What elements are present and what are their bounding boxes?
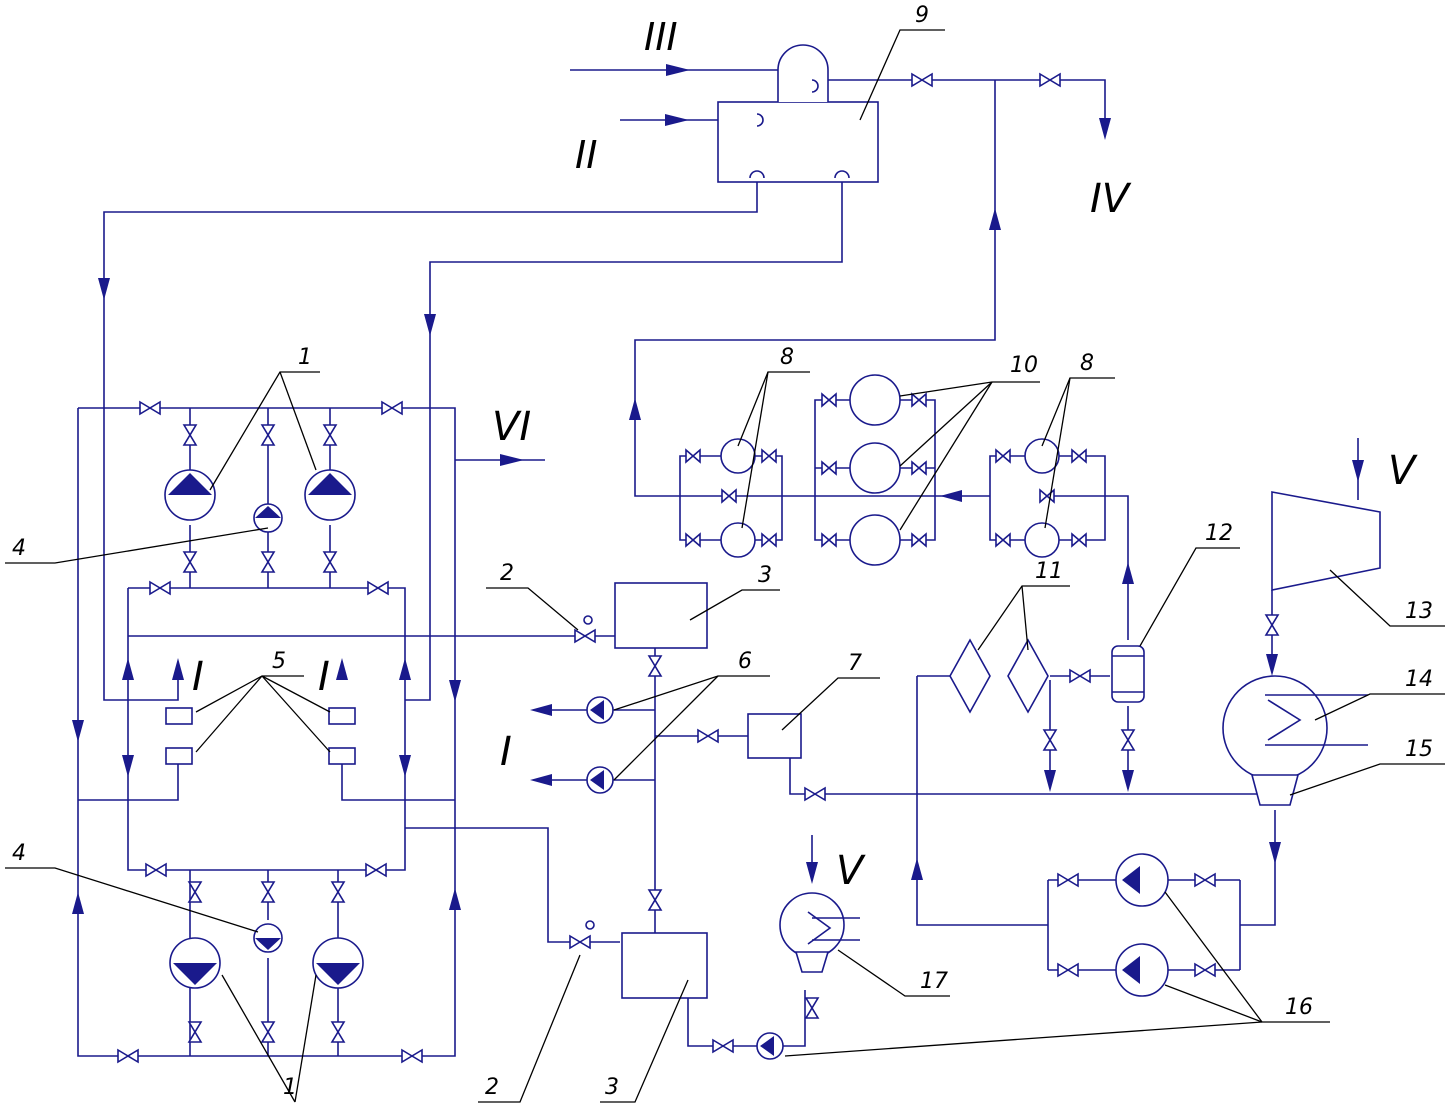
label-2-upper: 2 bbox=[500, 561, 514, 586]
label-17: 17 bbox=[920, 969, 948, 994]
flow-label-i-left: I bbox=[192, 654, 204, 700]
exchangers-10 bbox=[849, 374, 901, 566]
exchangers-8-right bbox=[1024, 438, 1060, 558]
label-7: 7 bbox=[848, 651, 862, 676]
label-12: 12 bbox=[1205, 521, 1233, 546]
label-1-upper: 1 bbox=[298, 345, 312, 370]
flow-label-i-right: I bbox=[318, 654, 330, 700]
flow-label-vi: VI bbox=[492, 404, 531, 450]
pump-feed bbox=[756, 1032, 784, 1060]
flow-label-v-turbine: V bbox=[1388, 448, 1418, 494]
tank-3-upper bbox=[614, 582, 708, 649]
flow-labels: III II IV VI V V I I I bbox=[192, 15, 1418, 894]
label-16: 16 bbox=[1285, 995, 1313, 1020]
label-10: 10 bbox=[1010, 353, 1038, 378]
separator-12 bbox=[1111, 645, 1145, 703]
valves bbox=[117, 72, 1280, 1064]
label-5: 5 bbox=[272, 649, 286, 674]
flow-label-ii: II bbox=[575, 133, 597, 177]
label-6: 6 bbox=[738, 649, 752, 674]
pump-4-lower bbox=[253, 923, 283, 953]
flow-label-v-heater: V bbox=[836, 848, 866, 894]
label-3-upper: 3 bbox=[758, 563, 772, 588]
label-14: 14 bbox=[1405, 667, 1433, 692]
pumps-16 bbox=[1115, 853, 1169, 997]
leader-lines bbox=[5, 29, 1445, 1103]
label-2-lower: 2 bbox=[485, 1075, 499, 1100]
label-8-right: 8 bbox=[1080, 351, 1094, 376]
heater-17 bbox=[779, 892, 860, 973]
flow-label-iii: III bbox=[644, 15, 678, 59]
pump-4-upper bbox=[253, 503, 283, 533]
label-3-lower: 3 bbox=[605, 1075, 619, 1100]
label-4-lower: 4 bbox=[12, 841, 26, 866]
instruments-5 bbox=[165, 707, 356, 765]
pump-1-lower-right bbox=[312, 937, 364, 989]
label-13: 13 bbox=[1405, 599, 1433, 624]
vessel-9 bbox=[717, 44, 879, 183]
callout-labels: 1 1 2 2 3 3 4 4 5 6 7 8 8 9 10 11 12 13 … bbox=[12, 3, 1433, 1100]
pipelines bbox=[77, 69, 1359, 1057]
label-1-lower: 1 bbox=[283, 1075, 297, 1100]
exchangers-8-left bbox=[720, 438, 756, 558]
pump-1-upper-right bbox=[304, 469, 356, 521]
filters-11 bbox=[949, 638, 1049, 714]
pump-1-upper-left bbox=[164, 469, 216, 521]
label-9: 9 bbox=[915, 3, 929, 28]
turbine-13 bbox=[1271, 491, 1381, 591]
pumps-6 bbox=[586, 696, 614, 794]
flow-label-iv: IV bbox=[1090, 176, 1132, 222]
label-11: 11 bbox=[1035, 559, 1063, 584]
label-8-left: 8 bbox=[780, 345, 794, 370]
flow-arrows bbox=[72, 64, 1364, 914]
label-4-upper: 4 bbox=[12, 536, 26, 561]
label-15: 15 bbox=[1405, 737, 1433, 762]
pump-1-lower-left bbox=[169, 937, 221, 989]
condenser-14 bbox=[1222, 675, 1368, 806]
tank-3-lower bbox=[621, 932, 708, 999]
flow-label-i-center: I bbox=[500, 729, 512, 775]
